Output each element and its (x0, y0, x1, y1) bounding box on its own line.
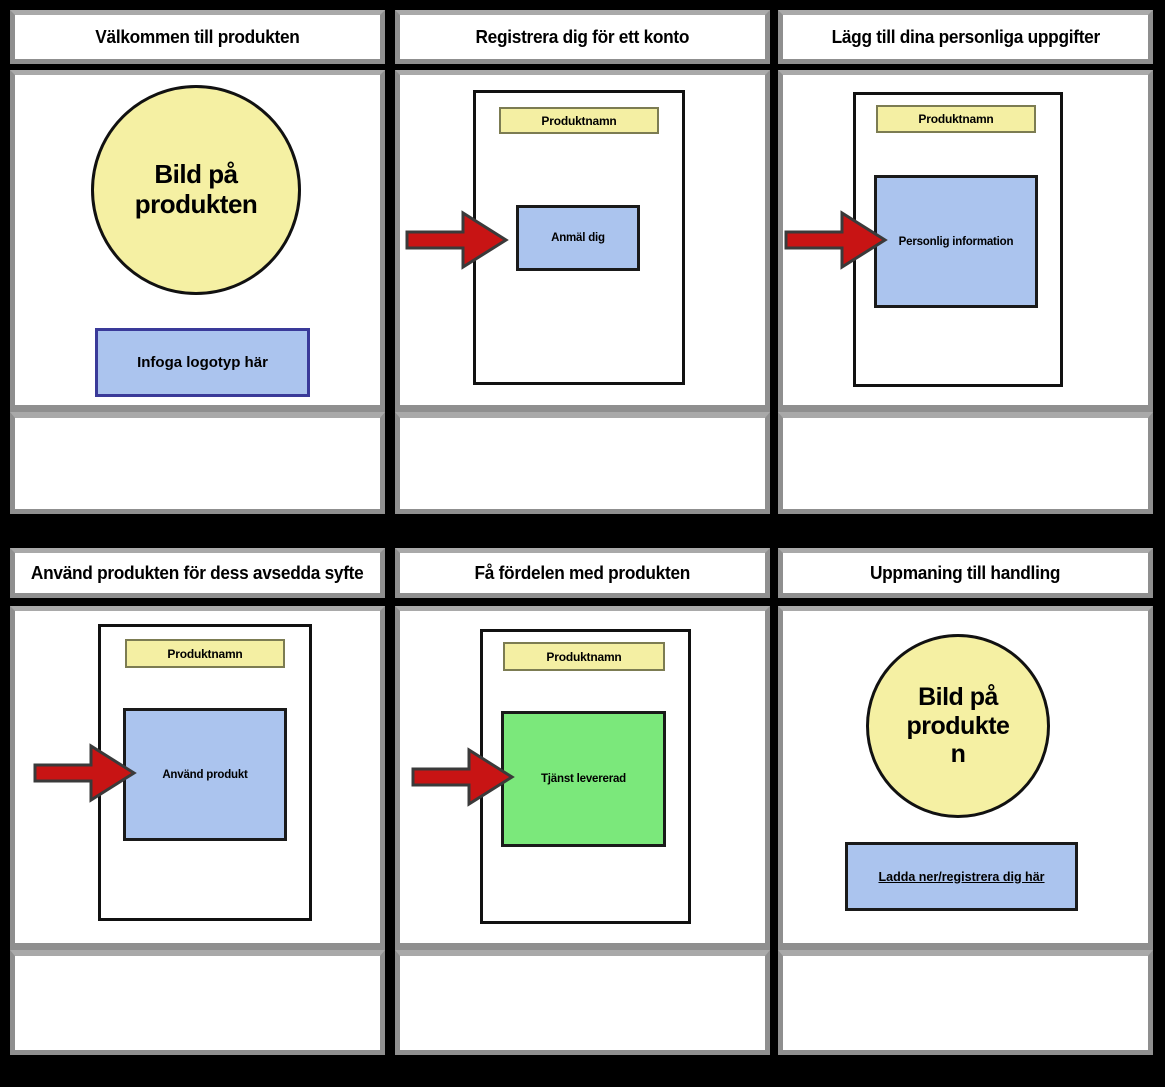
cell-image-benefit[interactable]: Produktnamn Tjänst levererad (395, 606, 770, 950)
cell-title-cta[interactable]: Uppmaning till handling (778, 548, 1153, 598)
product-image-circle: Bild på produkten (91, 85, 301, 295)
cell-description-benefit[interactable] (395, 950, 770, 1055)
cell-image-use-product[interactable]: Produktnamn Använd produkt (10, 606, 385, 950)
cta-link-box: Ladda ner/registrera dig här (845, 842, 1078, 911)
storyboard-column-1: Välkommen till produkten Bild på produkt… (10, 0, 385, 1087)
panel-title: Lägg till dina personliga uppgifter (831, 26, 1100, 47)
panel-title: Använd produkten för dess avsedda syfte (31, 562, 364, 583)
cell-image-personal-info[interactable]: Produktnamn Personlig information (778, 70, 1153, 412)
cell-title-register[interactable]: Registrera dig för ett konto (395, 10, 770, 64)
storyboard-column-3: Lägg till dina personliga uppgifter Prod… (778, 0, 1153, 1087)
cell-title-personal-info[interactable]: Lägg till dina personliga uppgifter (778, 10, 1153, 64)
cell-image-welcome[interactable]: Bild på produkten Infoga logotyp här (10, 70, 385, 412)
cell-image-cta[interactable]: Bild på produkte n Ladda ner/registrera … (778, 606, 1153, 950)
red-arrow-right-icon (784, 210, 888, 270)
red-arrow-right-icon (411, 747, 515, 807)
panel-title: Uppmaning till handling (870, 562, 1061, 583)
product-name-label: Produktnamn (125, 639, 285, 668)
product-name-label: Produktnamn (876, 105, 1036, 133)
red-arrow-right-icon (405, 210, 509, 270)
signup-box: Anmäl dig (516, 205, 640, 271)
service-delivered-box: Tjänst levererad (501, 711, 666, 847)
panel-title: Registrera dig för ett konto (475, 26, 690, 47)
product-name-label: Produktnamn (503, 642, 665, 671)
use-product-box: Använd produkt (123, 708, 287, 841)
panel-title: Välkommen till produkten (95, 26, 300, 47)
logo-placeholder-box: Infoga logotyp här (95, 328, 310, 397)
panel-title: Få fördelen med produkten (474, 562, 691, 583)
personal-info-box: Personlig information (874, 175, 1038, 308)
cell-description-cta[interactable] (778, 950, 1153, 1055)
cell-description-use-product[interactable] (10, 950, 385, 1055)
cell-title-benefit[interactable]: Få fördelen med produkten (395, 548, 770, 598)
product-name-label: Produktnamn (499, 107, 659, 134)
product-image-circle: Bild på produkte n (866, 634, 1050, 818)
cell-image-register[interactable]: Produktnamn Anmäl dig (395, 70, 770, 412)
storyboard-column-2: Registrera dig för ett konto Produktnamn… (395, 0, 770, 1087)
cell-description-personal-info[interactable] (778, 412, 1153, 514)
red-arrow-right-icon (33, 743, 137, 803)
cell-description-register[interactable] (395, 412, 770, 514)
cell-title-welcome[interactable]: Välkommen till produkten (10, 10, 385, 64)
cell-title-use-product[interactable]: Använd produkten för dess avsedda syfte (10, 548, 385, 598)
download-register-link[interactable]: Ladda ner/registrera dig här (878, 869, 1045, 884)
cell-description-welcome[interactable] (10, 412, 385, 514)
